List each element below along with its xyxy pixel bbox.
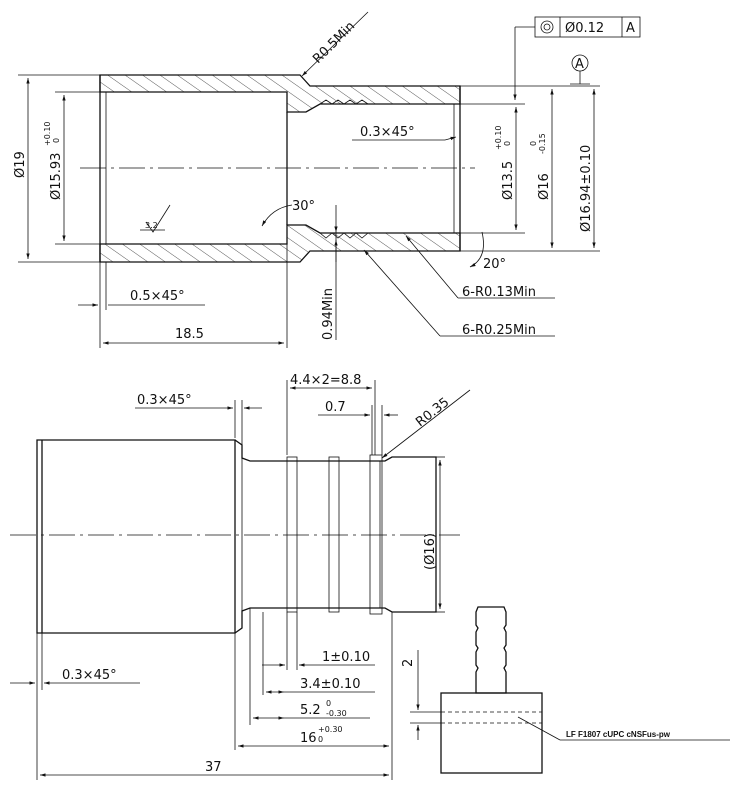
dim-bore-tol-lower: 0: [52, 138, 61, 143]
section-view: Ø19 Ø15.93 +0.10 0 3.2 R0.5Min 0.3×45° 3…: [13, 11, 641, 348]
chamfer-inner-label: 0.3×45°: [360, 125, 415, 140]
dim-bore-diameter: Ø15.93: [49, 153, 64, 200]
marking-text: LF F1807 cUPC cNSFus-pw: [566, 730, 671, 739]
dim-16b-tol-upper: +0.30: [318, 725, 343, 734]
pitch-label: 4.4×2=8.8: [290, 373, 361, 388]
dim-52-tol-upper: 0: [326, 699, 331, 708]
dim-outer-diameter: Ø19: [13, 151, 28, 178]
marking-dim-2: 2: [401, 659, 416, 667]
datum-a-symbol: A: [570, 54, 590, 85]
marking-body: [440, 692, 543, 774]
roughness-value: 3.2: [145, 221, 158, 230]
dim-inner-tol-upper: +0.10: [494, 125, 503, 150]
dim-16-ref-label: (Ø16): [423, 533, 438, 570]
fcf-tolerance: Ø0.12: [565, 21, 604, 36]
radius-top-label: R0.5Min: [310, 19, 358, 67]
angle-30-label: 30°: [292, 199, 315, 214]
chamfer-top-label: 0.3×45°: [137, 393, 192, 408]
dim-34-label: 3.4±0.10: [300, 677, 361, 692]
radius-035-label: R0.35: [413, 395, 452, 430]
min-094-label: 0.94Min: [321, 288, 336, 340]
dim-bore-tol-upper: +0.10: [43, 121, 52, 146]
side-view: 4.4×2=8.8 0.3×45° 0.7 R0.35 (Ø16) 0.3×45…: [10, 373, 471, 780]
dim-52-label: 5.2: [300, 703, 321, 718]
roughness-icon: [140, 204, 171, 233]
feature-control-frame: Ø0.12 A: [513, 16, 641, 100]
dim-1-label: 1±0.10: [322, 650, 370, 665]
radius-025-label: 6-R0.25Min: [462, 323, 536, 338]
dim-16-label: 16: [300, 731, 317, 746]
marking-view: 2 LF F1807 cUPC cNSFus-pw: [401, 606, 730, 774]
width-07-label: 0.7: [325, 400, 346, 415]
dim-16-diameter: Ø16: [537, 173, 552, 200]
radius-013-label: 6-R0.13Min: [462, 285, 536, 300]
dim-52-tol-lower: -0.30: [326, 709, 347, 718]
dim-inner-diameter: Ø13.5: [501, 161, 516, 200]
concentricity-icon: [540, 20, 554, 34]
dim-16b-tol-lower: 0: [318, 735, 323, 744]
chamfer-left-label: 0.5×45°: [130, 289, 185, 304]
dim-16-tol-lower: -0.15: [538, 133, 547, 154]
chamfer-left2-label: 0.3×45°: [62, 668, 117, 683]
barb-grooves: [286, 454, 383, 615]
section-wall-top: [99, 74, 461, 113]
side-view-outline: [36, 439, 236, 634]
len-37-label: 37: [205, 760, 222, 775]
dim-inner-tol-lower: 0: [503, 141, 512, 146]
fcf-datum: A: [626, 21, 635, 36]
datum-a-label: A: [575, 57, 584, 72]
angle-20-label: 20°: [483, 257, 506, 272]
len-185-label: 18.5: [175, 327, 204, 342]
dim-16-tol-upper: 0: [529, 141, 538, 146]
dim-1694-diameter: Ø16.94±0.10: [579, 145, 594, 232]
